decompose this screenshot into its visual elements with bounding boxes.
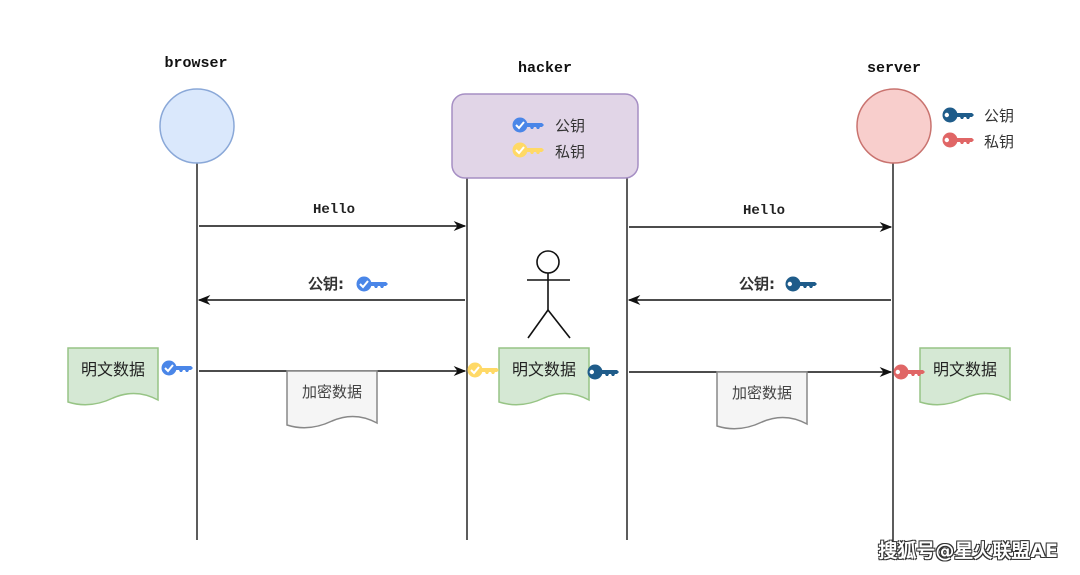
message-pubkey-server-to-hacker: 公钥: [739, 275, 775, 293]
fake-public-key-icon [355, 275, 389, 293]
real-private-key-icon [942, 132, 974, 148]
plaintext-label-browser: 明文数据 [81, 360, 145, 379]
browser-node[interactable] [159, 88, 235, 164]
actor-label-server: server [867, 60, 921, 77]
server-node[interactable] [856, 88, 932, 164]
plaintext-label-hacker: 明文数据 [512, 360, 576, 379]
hacker-public-key-label: 公钥 [555, 117, 585, 135]
real-public-key-icon [785, 276, 817, 292]
encrypted-document-1 [286, 370, 378, 429]
real-public-key-icon [942, 107, 974, 123]
server-private-key-label: 私钥 [984, 133, 1014, 151]
plaintext-label-server: 明文数据 [933, 360, 997, 379]
message-hello-hacker-to-server: Hello [743, 203, 785, 219]
hacker-node[interactable] [451, 93, 639, 179]
actor-label-browser: browser [164, 55, 227, 72]
fake-private-key-icon [466, 361, 500, 379]
encrypted-label-1: 加密数据 [302, 383, 362, 401]
actor-label-hacker: hacker [518, 60, 572, 77]
plaintext-document-browser [67, 347, 159, 406]
real-public-key-icon [587, 364, 619, 380]
encrypted-document-2 [716, 371, 808, 430]
message-hello-browser-to-hacker: Hello [313, 202, 355, 218]
watermark: 搜狐号@星火联盟AE [878, 540, 1058, 562]
hacker-person-icon [527, 250, 571, 339]
server-public-key-label: 公钥 [984, 107, 1014, 125]
encrypted-label-2: 加密数据 [732, 384, 792, 402]
fake-public-key-icon [160, 359, 194, 377]
message-pubkey-hacker-to-browser: 公钥: [308, 275, 344, 293]
plaintext-document-server [919, 347, 1011, 406]
hacker-private-key-label: 私钥 [555, 143, 585, 161]
plaintext-document-hacker [498, 347, 590, 406]
